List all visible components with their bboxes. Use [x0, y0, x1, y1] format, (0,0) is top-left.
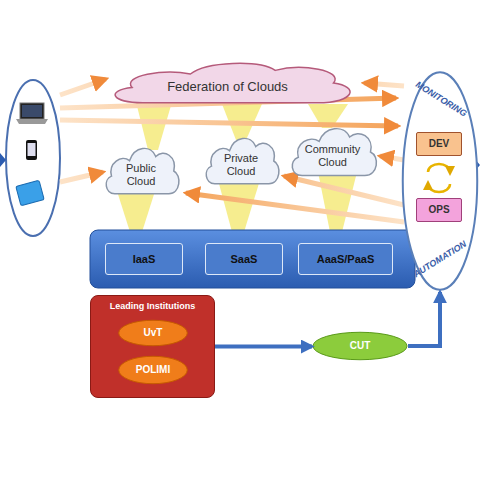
- phone-icon: [26, 140, 37, 160]
- node-label: Community Cloud: [301, 135, 365, 168]
- institutions-box: Leading InstitutionsUvT POLIMI: [90, 295, 215, 398]
- institution-oval: UvT: [118, 320, 188, 346]
- service-box: AaaS/PaaS: [298, 243, 393, 275]
- node-label: UvT: [144, 327, 163, 339]
- service-box: IaaS: [105, 243, 183, 275]
- node-label: Leading Institutions: [110, 296, 196, 311]
- input-arrow: [0, 153, 6, 167]
- node-label: POLIMI: [136, 364, 170, 376]
- node-label: AaaS/PaaS: [317, 253, 374, 266]
- node-label: Public Cloud: [116, 154, 166, 187]
- devops-ellipse: MONITORINGAUTOMATIONDEVOPS: [402, 70, 478, 292]
- node-label: OPS: [428, 204, 449, 216]
- laptop-icon: [16, 103, 48, 124]
- service-box: SaaS: [205, 243, 283, 275]
- node-label: IaaS: [133, 253, 156, 266]
- institution-oval: POLIMI: [118, 356, 188, 384]
- node-label: DEV: [429, 138, 450, 150]
- federation-cloud: Federation of Clouds: [95, 56, 360, 110]
- cut-oval: CUT: [312, 332, 408, 360]
- node-label: Federation of Clouds: [167, 72, 288, 95]
- devices-ellipse: [6, 80, 60, 236]
- service-band: [90, 230, 415, 288]
- flow-connector: [215, 345, 312, 349]
- node-label: SaaS: [231, 253, 258, 266]
- flow-connector: [408, 292, 440, 346]
- cycle-arrows: [428, 164, 450, 192]
- cloud-shape: Community Cloud: [285, 120, 380, 184]
- cloud-shape: Private Cloud: [200, 130, 282, 192]
- node-label: CUT: [350, 340, 371, 352]
- tablet-icon: [16, 180, 44, 206]
- dev-box: DEV: [416, 132, 462, 156]
- ops-box: OPS: [416, 198, 462, 222]
- cloud-shape: Public Cloud: [100, 140, 182, 202]
- node-label: Private Cloud: [216, 144, 266, 177]
